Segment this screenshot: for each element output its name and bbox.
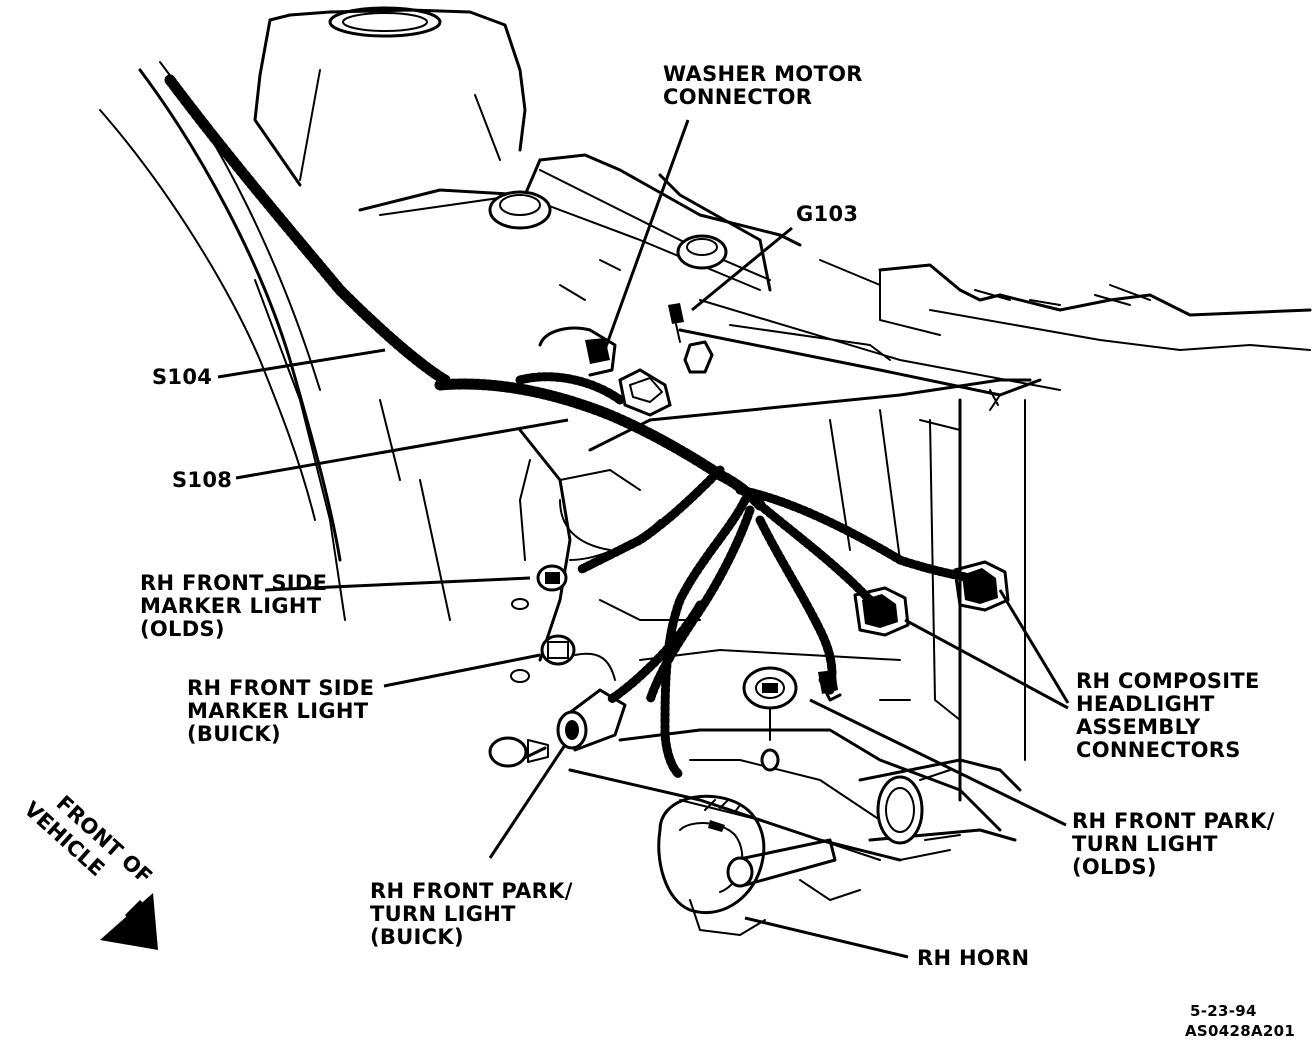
- park-turn-olds: [742, 666, 842, 772]
- park-turn-buick: [488, 688, 627, 768]
- front-arrow-icon: [100, 893, 158, 950]
- rh-front-park-buick-label: RH FRONT PARK/ TURN LIGHT (BUICK): [370, 880, 573, 949]
- rh-front-side-marker-buick-label: RH FRONT SIDE MARKER LIGHT (BUICK): [187, 677, 374, 746]
- rh-composite-headlight-label: RH COMPOSITE HEADLIGHT ASSEMBLY CONNECTO…: [1076, 670, 1260, 762]
- s108-label: S108: [172, 469, 232, 492]
- label-line: CONNECTORS: [1076, 738, 1241, 762]
- g103-label: G103: [796, 203, 858, 226]
- label-line: TURN LIGHT: [370, 902, 516, 926]
- figure-date: 5-23-94: [1190, 1002, 1257, 1021]
- label-line: (BUICK): [370, 925, 464, 949]
- side-marker-buick: [510, 634, 616, 683]
- label-line: RH COMPOSITE: [1076, 669, 1260, 693]
- side-marker-olds: [511, 564, 568, 610]
- label-line: S104: [152, 365, 213, 389]
- label-line: (OLDS): [1072, 855, 1157, 879]
- label-line: RH FRONT SIDE: [140, 571, 328, 595]
- label-line: MARKER LIGHT: [187, 699, 369, 723]
- label-line: (OLDS): [140, 617, 225, 641]
- label-line: CONNECTOR: [663, 85, 813, 109]
- bumper-bracket: [568, 728, 1002, 901]
- rh-front-side-marker-olds-label: RH FRONT SIDE MARKER LIGHT (OLDS): [140, 572, 327, 641]
- label-line: TURN LIGHT: [1072, 832, 1218, 856]
- washer-reservoir: [253, 6, 527, 187]
- rh-horn-label: RH HORN: [917, 947, 1029, 970]
- s104-label: S104: [152, 366, 212, 389]
- label-line: MARKER LIGHT: [140, 594, 322, 618]
- horn: [657, 794, 837, 936]
- energy-absorber: [858, 758, 1022, 845]
- leader-lines: [217, 119, 1070, 959]
- label-line: G103: [796, 202, 859, 226]
- headlight-connectors: [853, 560, 1010, 637]
- radiator-support: [358, 153, 1312, 397]
- wiring-harness: [164, 74, 985, 780]
- rh-front-park-olds-label: RH FRONT PARK/ TURN LIGHT (OLDS): [1072, 810, 1275, 879]
- label-line: (BUICK): [187, 722, 281, 746]
- label-line: RH HORN: [917, 946, 1030, 970]
- label-line: RH FRONT PARK/: [1072, 809, 1275, 833]
- washer-motor-connector: [538, 326, 714, 417]
- ground-g103: [668, 303, 684, 343]
- label-line: ASSEMBLY: [1076, 715, 1201, 739]
- code-text: AS0428A201: [1185, 1022, 1296, 1040]
- label-line: S108: [172, 468, 233, 492]
- label-line: HEADLIGHT: [1076, 692, 1215, 716]
- label-line: RH FRONT SIDE: [187, 676, 375, 700]
- front-of-vehicle-label: FRONT OF VEHICLE: [19, 791, 156, 889]
- label-line: RH FRONT PARK/: [370, 879, 573, 903]
- label-line: WASHER MOTOR: [663, 62, 863, 86]
- headlamp-housing: [518, 378, 1032, 802]
- figure-code: AS0428A201: [1185, 1022, 1295, 1041]
- date-text: 5-23-94: [1190, 1002, 1257, 1020]
- washer-motor-connector-label: WASHER MOTOR CONNECTOR: [663, 63, 863, 109]
